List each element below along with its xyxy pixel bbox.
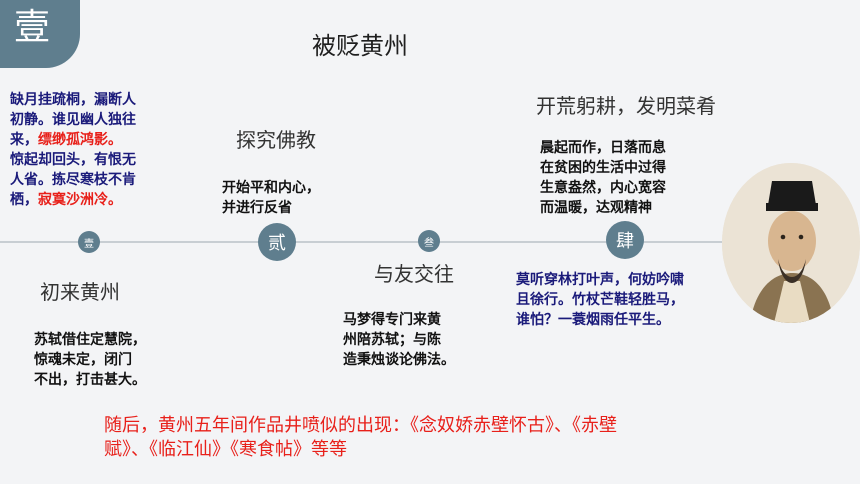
poem-line: 来，缥缈孤鸿影。	[10, 132, 122, 148]
poem-line: 缺月挂疏桐，漏断人	[10, 92, 136, 108]
corner-badge: 壹	[0, 0, 80, 68]
page-title: 被贬黄州	[312, 32, 408, 60]
portrait-image	[722, 163, 860, 323]
poem-highlight: 缥缈孤鸿影。	[38, 132, 122, 148]
corner-label: 壹	[14, 7, 51, 48]
stage-4-title: 开荒躬耕，发明菜肴	[536, 94, 716, 118]
stage-4-text: 晨起而作，日落而息 在贫困的生活中过得 生意盎然，内心宽容 而温暖，达观精神	[540, 140, 666, 216]
poem-line: 人省。拣尽寒枝不肯	[10, 172, 136, 188]
timeline-node-1: 壹	[78, 231, 100, 253]
stage-2-title: 探究佛教	[236, 128, 316, 152]
stage-1-text: 苏轼借住定慧院， 惊魂未定，闭门 不出，打击甚大。	[34, 332, 146, 388]
poem-line: 初静。谁见幽人独往	[10, 112, 136, 128]
poem-line: 惊起却回头，有恨无	[10, 152, 136, 168]
timeline-node-3: 叁	[418, 230, 440, 252]
timeline-node-4: 肆	[606, 221, 644, 259]
poem-block: 缺月挂疏桐，漏断人 初静。谁见幽人独往 来，缥缈孤鸿影。 惊起却回头，有恨无 人…	[10, 90, 136, 210]
stage-3-text: 马梦得专门来黄 州陪苏轼；与陈 造秉烛谈论佛法。	[343, 312, 455, 368]
poem-highlight: 寂寞沙洲冷。	[38, 192, 122, 208]
timeline-node-2: 贰	[258, 223, 296, 261]
poem-line: 栖，寂寞沙洲冷。	[10, 192, 122, 208]
stage-1-title: 初来黄州	[40, 280, 120, 304]
bottom-note: 随后，黄州五年间作品井喷似的出现：《念奴娇赤壁怀古》、《赤壁赋》、《临江仙》《寒…	[104, 415, 617, 460]
poem2-block: 莫听穿林打叶声，何妨吟啸 且徐行。竹杖芒鞋轻胜马， 谁怕？一蓑烟雨任平生。	[516, 272, 684, 328]
portrait-illustration	[722, 163, 860, 323]
stage-3-title: 与友交往	[374, 262, 454, 286]
stage-2-text: 开始平和内心， 并进行反省	[222, 180, 320, 216]
